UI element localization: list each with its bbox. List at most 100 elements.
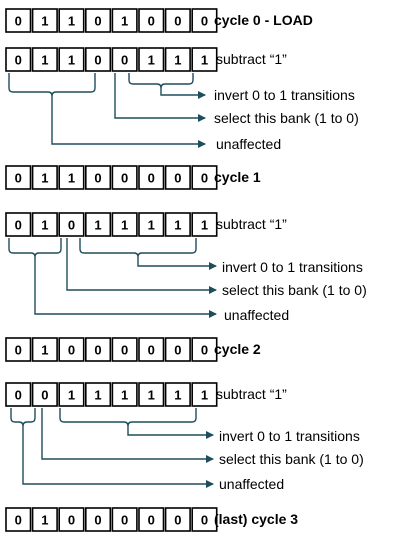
bit-cell xyxy=(111,382,138,407)
bit-value: 0 xyxy=(94,343,101,358)
bit-cell xyxy=(138,212,165,237)
bit-value: 1 xyxy=(41,513,48,528)
bit-value: 0 xyxy=(41,388,48,403)
bit-cell xyxy=(58,165,85,190)
arrow-select-1 xyxy=(114,73,206,122)
invert-label-2: invert 0 to 1 transitions xyxy=(222,259,363,275)
bit-cell xyxy=(58,507,85,532)
select-label-2: select this bank (1 to 0) xyxy=(222,282,367,298)
bit-cell xyxy=(31,337,58,362)
bit-cell xyxy=(85,8,112,33)
brace-unaffected-2 xyxy=(8,238,62,261)
bit-value: 1 xyxy=(201,53,208,68)
label-cycle-2: cycle 2 xyxy=(214,341,261,357)
bit-value: 1 xyxy=(148,218,155,233)
arrow-unaffected-3 xyxy=(22,430,214,488)
bit-cell xyxy=(5,337,32,362)
arrow-invert-3 xyxy=(127,430,214,439)
bit-cell xyxy=(191,507,218,532)
bit-value: 1 xyxy=(174,218,181,233)
bit-cell xyxy=(138,382,165,407)
bit-cell xyxy=(5,212,32,237)
arrow-invert-2 xyxy=(137,261,217,270)
bit-value: 1 xyxy=(148,388,155,403)
arrow-select-3 xyxy=(41,408,214,463)
bit-value: 1 xyxy=(201,218,208,233)
arrow-unaffected-2 xyxy=(34,261,217,318)
bit-value: 0 xyxy=(15,53,22,68)
bit-value: 0 xyxy=(15,171,22,186)
bit-value: 0 xyxy=(94,53,101,68)
bit-value: 0 xyxy=(121,343,128,358)
bit-value: 0 xyxy=(94,14,101,29)
unaffected-label-2: unaffected xyxy=(224,307,289,323)
bit-value: 0 xyxy=(174,14,181,29)
bit-cell xyxy=(58,382,85,407)
bit-cell xyxy=(58,47,85,72)
bit-cell xyxy=(138,165,165,190)
bit-cell xyxy=(111,507,138,532)
bit-cell xyxy=(85,382,112,407)
label-subtract-2: subtract “1” xyxy=(216,216,287,232)
bit-cell xyxy=(138,337,165,362)
bit-value: 1 xyxy=(174,388,181,403)
bit-cell xyxy=(191,337,218,362)
bit-value: 0 xyxy=(15,388,22,403)
brace-invert-3 xyxy=(59,408,197,430)
brace-invert-2 xyxy=(79,238,197,261)
label-cycle-0: cycle 0 - LOAD xyxy=(214,12,313,28)
bit-value: 1 xyxy=(121,14,128,29)
bit-cell xyxy=(191,165,218,190)
bit-cell xyxy=(111,212,138,237)
bit-cell xyxy=(85,507,112,532)
bit-cell xyxy=(111,8,138,33)
bit-cell xyxy=(85,337,112,362)
bit-value: 0 xyxy=(68,513,75,528)
bit-cell xyxy=(5,47,32,72)
arrow-unaffected-1 xyxy=(51,100,206,148)
bit-cell xyxy=(164,507,191,532)
bit-value: 0 xyxy=(94,171,101,186)
label-subtract-3: subtract “1” xyxy=(216,386,287,402)
bit-cell xyxy=(31,8,58,33)
bit-value: 1 xyxy=(68,171,75,186)
bit-cell xyxy=(164,337,191,362)
bit-value: 1 xyxy=(174,53,181,68)
bit-cell xyxy=(31,165,58,190)
bit-value: 0 xyxy=(121,171,128,186)
label-subtract-1: subtract “1” xyxy=(216,51,287,67)
bit-cell xyxy=(111,47,138,72)
bit-value: 0 xyxy=(174,343,181,358)
bit-value: 0 xyxy=(174,171,181,186)
bit-cell xyxy=(31,507,58,532)
bit-cell xyxy=(138,47,165,72)
bit-cell xyxy=(58,212,85,237)
bit-cell xyxy=(138,507,165,532)
bit-cell xyxy=(31,382,58,407)
bit-cell xyxy=(191,8,218,33)
bit-value: 0 xyxy=(68,343,75,358)
bit-value: 1 xyxy=(68,14,75,29)
bit-cell xyxy=(5,382,32,407)
bit-value: 0 xyxy=(148,14,155,29)
bit-value: 1 xyxy=(201,388,208,403)
bit-value: 0 xyxy=(148,513,155,528)
bit-cell xyxy=(111,165,138,190)
brace-unaffected-1 xyxy=(8,73,96,100)
bit-cell xyxy=(5,8,32,33)
bit-cell xyxy=(164,165,191,190)
bit-cell xyxy=(85,47,112,72)
bit-value: 0 xyxy=(201,513,208,528)
unaffected-label-1: unaffected xyxy=(216,136,281,152)
arrow-select-2 xyxy=(66,238,217,294)
bit-value: 1 xyxy=(148,53,155,68)
bit-cell xyxy=(5,507,32,532)
invert-label-1: invert 0 to 1 transitions xyxy=(214,87,355,103)
label-cycle-1: cycle 1 xyxy=(214,169,261,185)
bit-cell xyxy=(58,337,85,362)
bit-cell xyxy=(191,47,218,72)
